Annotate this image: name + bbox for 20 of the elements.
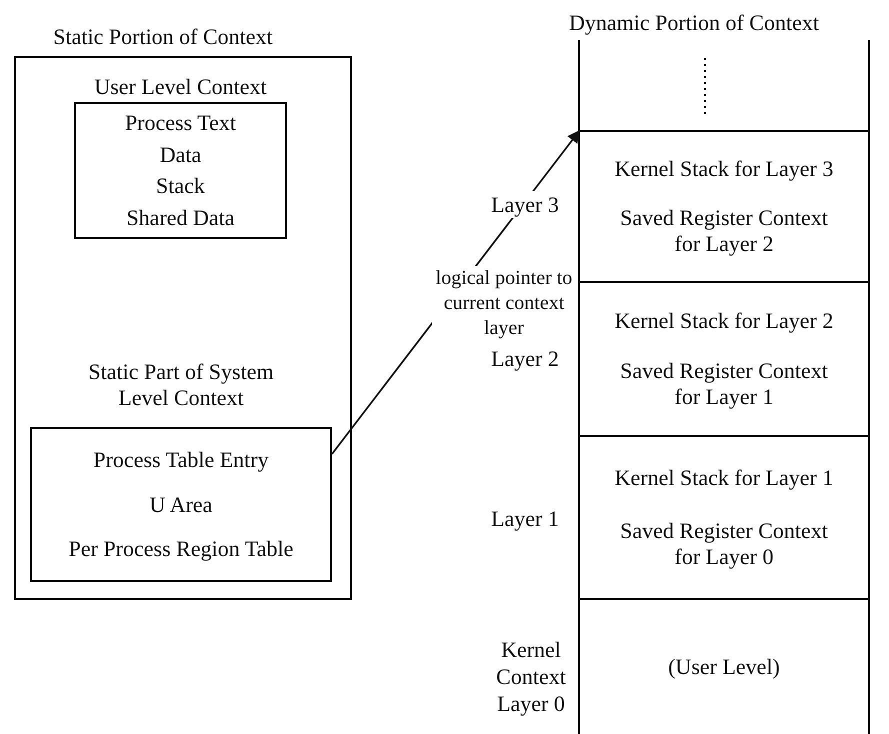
box-text: Shared Data (126, 205, 235, 232)
box-text: Kernel Stack for Layer 2 (614, 308, 834, 334)
box-text: Kernel Stack for Layer 3 (614, 156, 834, 182)
box-text: Stack (156, 173, 205, 200)
box-heading: Dynamic Portion of Context (568, 10, 820, 36)
box-text: (User Level) (668, 654, 780, 680)
stack-frame (580, 130, 868, 283)
layer-label: Layer 3 (490, 191, 560, 218)
box-text: Process Table Entry (93, 447, 269, 474)
box-text: U Area (150, 492, 212, 518)
box-text: Kernel Stack for Layer 1 (614, 464, 834, 491)
box-text: Saved Register Context for Layer 0 (619, 518, 829, 570)
box-text: Saved Register Context for Layer 2 (619, 205, 829, 258)
box-text: Process Text (124, 110, 236, 136)
box-heading: Static Part of System Level Context (87, 359, 275, 411)
box-text: Per Process Region Table (68, 536, 294, 562)
box-heading: User Level Context (93, 74, 268, 100)
box-text: Saved Register Context for Layer 1 (619, 358, 829, 410)
box-text: Data (160, 142, 202, 168)
box-heading: Static Portion of Context (52, 24, 274, 50)
